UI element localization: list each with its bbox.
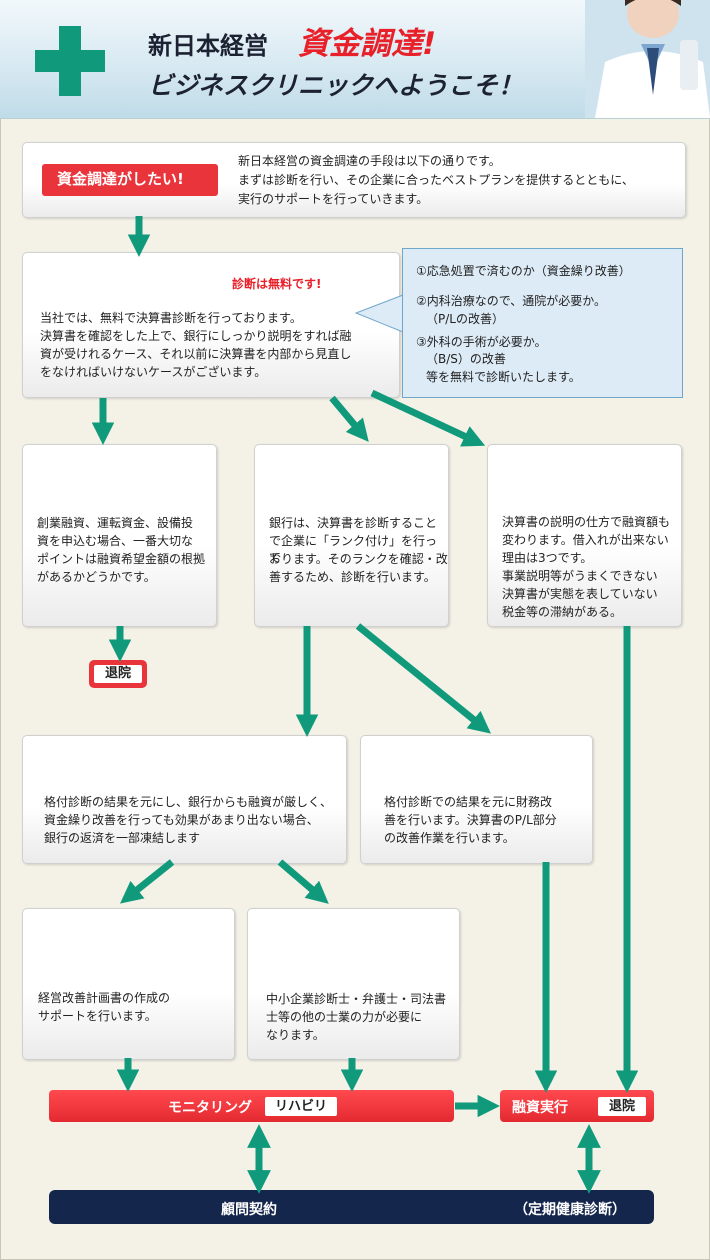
bubble-text-6: 等を無料で診断いたします。 <box>426 370 581 384</box>
intro-text-3: 実行のサポートを行っていきます。 <box>238 192 429 206</box>
financial-improve-box: 格付診断での結果を元に財務改 善を行います。決算書のP/L部分 の改善作業を行い… <box>360 735 593 864</box>
header-company: 新日本経営 <box>148 32 268 60</box>
rating-left-text-3: 銀行の返済を一部凍結します <box>44 831 201 845</box>
loan-execution-bar: 融資実行 退院 <box>500 1090 654 1122</box>
col2-text-3: おります。そのランクを確認・改 <box>269 552 448 566</box>
col3-text-2: 変わります。借入れが出来ない <box>502 533 669 547</box>
startup-loan-box: 創業融資、運転資金、設備投 資を申込む場合、一番大切な ポイントは融資希望金額の… <box>22 444 217 627</box>
plan-support-box: 経営改善計画書の作成の サポートを行います。 <box>22 908 235 1060</box>
advisory-label: 顧問契約 <box>221 1202 277 1218</box>
header-title: 資金調達! <box>298 26 437 62</box>
bubble-text-2: ②内科治療なので、通院が必要か。 <box>416 294 607 308</box>
monitoring-bar: モニタリング リハビリ <box>49 1090 454 1122</box>
discharge-label: 退院 <box>94 665 142 683</box>
diagnosis-free-label: 診断は無料です! <box>232 277 322 291</box>
rating-freeze-box: 格付診断の結果を元にし、銀行からも融資が厳しく、 資金繰り改善を行っても効果があ… <box>22 735 347 864</box>
col3-text-6: 税金等の滞納がある。 <box>502 605 623 619</box>
col2-text-1: 銀行は、決算書を診断すること <box>269 516 438 530</box>
intro-label: 資金調達がしたい! <box>57 170 184 188</box>
bubble-text-5: （B/S）の改善 <box>426 352 506 366</box>
header-banner: 新日本経営 資金調達! ビジネスクリニックへようこそ！ <box>0 0 710 119</box>
bubble-text-1: ①応急処置で済むのか（資金繰り改善） <box>416 264 631 278</box>
bubble-text-3: （P/Lの改善） <box>426 312 504 326</box>
bank-rating-box: 銀行は、決算書を診断すること で企業に「ランク付け」を行って おります。そのラン… <box>254 444 449 627</box>
col2-text-2: で企業に「ランク付け」を行って <box>269 534 438 565</box>
col3-text-3: 理由は3つです。 <box>502 551 593 565</box>
col3-text-4: 事業説明等がうまくできない <box>502 569 658 583</box>
experts-box: 中小企業診断士・弁護士・司法書 士等の他の士業の力が必要に なります。 <box>247 908 460 1060</box>
col3-text-1: 決算書の説明の仕方で融資額も <box>502 515 671 529</box>
col1-text-1: 創業融資、運転資金、設備投 <box>37 516 194 530</box>
loan-discharge-pill: 退院 <box>598 1097 646 1116</box>
explanation-box: 決算書の説明の仕方で融資額も 変わります。借入れが出来ない 理由は3つです。 事… <box>487 444 682 627</box>
plan-text-1: 経営改善計画書の作成の <box>38 991 171 1005</box>
col3-text-5: 決算書が実態を表していない <box>502 587 658 601</box>
diagnosis-bubble: ①応急処置で済むのか（資金繰り改善） ②内科治療なので、通院が必要か。 （P/L… <box>402 248 683 398</box>
col1-text-4: があるかどうかです。 <box>37 570 156 584</box>
bubble-text-4: ③外科の手術が必要か。 <box>416 335 547 349</box>
rehab-pill: リハビリ <box>265 1097 337 1116</box>
diagnosis-box: 診断は無料です! 当社では、無料で決算書診断を行っております。 決算書を確認をし… <box>22 252 400 398</box>
experts-text-2: 士等の他の士業の力が必要に <box>266 1010 423 1024</box>
plan-text-2: サポートを行います。 <box>38 1009 157 1023</box>
col1-text-2: 資を申込む場合、一番大切な <box>37 534 194 548</box>
discharge-badge: 退院 <box>89 660 147 688</box>
intro-text-1: 新日本経営の資金調達の手段は以下の通りです。 <box>238 154 501 168</box>
diagnosis-text-4: をなければいけないケースがございます。 <box>40 365 267 379</box>
loan-execution-label: 融資実行 <box>512 1100 568 1116</box>
col2-text-4: 善するため、診断を行います。 <box>269 570 436 584</box>
rating-right-text-3: の改善作業を行います。 <box>384 831 515 845</box>
doctor-illustration <box>585 0 710 118</box>
advisory-contract-bar: 顧問契約 （定期健康診断） <box>49 1190 654 1224</box>
diagnosis-text-1: 当社では、無料で決算書診断を行っております。 <box>40 311 302 325</box>
intro-text-2: まずは診断を行い、その企業に合ったベストプランを提供するとともに、 <box>238 173 634 187</box>
experts-text-1: 中小企業診断士・弁護士・司法書 <box>266 992 447 1006</box>
rating-right-text-2: 善を行います。決算書のP/L部分 <box>384 813 557 827</box>
intro-box: 資金調達がしたい! 新日本経営の資金調達の手段は以下の通りです。 まずは診断を行… <box>22 142 686 218</box>
monitoring-label: モニタリング <box>168 1100 252 1116</box>
col1-text-3: ポイントは融資希望金額の根拠 <box>37 552 206 566</box>
rating-left-text-1: 格付診断の結果を元にし、銀行からも融資が厳しく、 <box>44 795 333 809</box>
rating-right-text-1: 格付診断での結果を元に財務改 <box>384 795 553 809</box>
checkup-label: （定期健康診断） <box>514 1202 626 1218</box>
intro-label-badge: 資金調達がしたい! <box>42 164 218 196</box>
rating-left-text-2: 資金繰り改善を行っても効果があまり出ない場合、 <box>44 813 319 827</box>
diagnosis-text-3: 資が受けれるケース、それ以前に決算書を内部から見直し <box>40 347 352 361</box>
experts-text-3: なります。 <box>266 1028 325 1042</box>
medical-cross-icon <box>35 26 105 96</box>
diagnosis-text-2: 決算書を確認をした上で、銀行にしっかり説明をすれば融 <box>40 329 352 343</box>
header-welcome: ビジネスクリニックへようこそ！ <box>148 71 524 100</box>
